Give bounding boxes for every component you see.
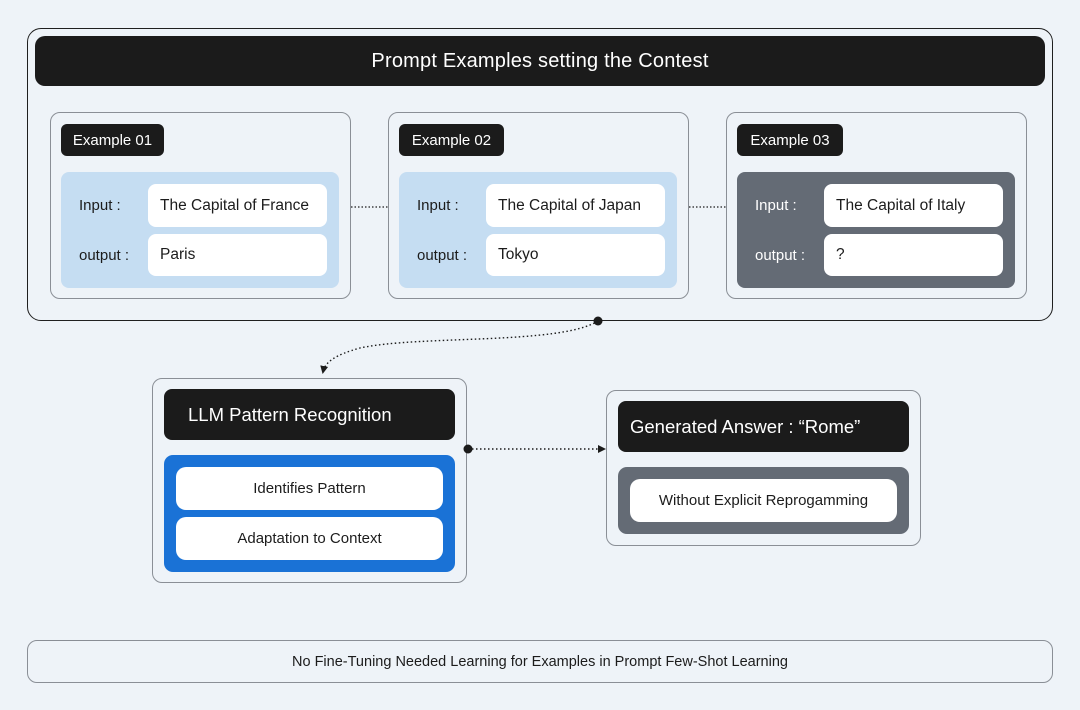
connector-examples-to-llm — [320, 320, 599, 374]
input-label: Input : — [755, 196, 797, 214]
answer-title: Generated Answer : “Rome” — [618, 401, 909, 452]
input-value: The Capital of Italy — [824, 184, 1003, 227]
answer-note: Without Explicit Reprogamming — [630, 479, 897, 522]
llm-step-adaptation: Adaptation to Context — [176, 517, 443, 560]
output-label: output : — [417, 246, 468, 264]
example-tag-2: Example 02 — [399, 124, 504, 156]
llm-title: LLM Pattern Recognition — [164, 389, 455, 440]
input-label: Input : — [417, 196, 459, 214]
example-tag-1: Example 01 — [61, 124, 164, 156]
input-value: The Capital of Japan — [486, 184, 665, 227]
input-value: The Capital of France — [148, 184, 327, 227]
footer-text: No Fine-Tuning Needed Learning for Examp… — [292, 653, 788, 670]
input-label: Input : — [79, 196, 121, 214]
footer-caption: No Fine-Tuning Needed Learning for Examp… — [27, 640, 1053, 683]
examples-header-title: Prompt Examples setting the Contest — [371, 49, 709, 72]
answer-title-text: Generated Answer : “Rome” — [630, 415, 861, 437]
output-label: output : — [755, 246, 806, 264]
output-value: ? — [824, 234, 1003, 276]
examples-header: Prompt Examples setting the Contest — [35, 36, 1045, 86]
output-value: Tokyo — [486, 234, 665, 276]
llm-title-text: LLM Pattern Recognition — [188, 403, 392, 425]
output-value: Paris — [148, 234, 327, 276]
output-label: output : — [79, 246, 130, 264]
example-tag-3: Example 03 — [737, 124, 843, 156]
llm-step-identifies-pattern: Identifies Pattern — [176, 467, 443, 510]
